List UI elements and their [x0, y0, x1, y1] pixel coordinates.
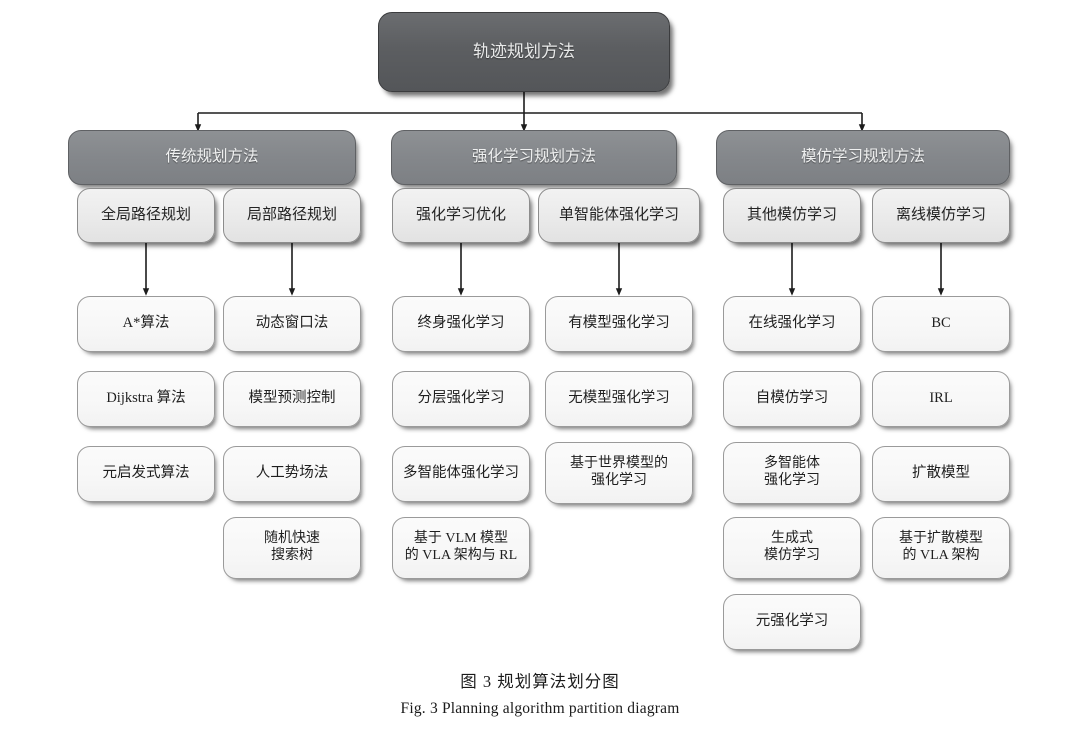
leaf-item[interactable]: 终身强化学习: [392, 296, 530, 352]
leaf-item[interactable]: 多智能体 强化学习: [723, 442, 861, 504]
leaf-item[interactable]: Dijkstra 算法: [77, 371, 215, 427]
leaf-item[interactable]: 元启发式算法: [77, 446, 215, 502]
leaf-item[interactable]: 生成式 模仿学习: [723, 517, 861, 579]
subcategory-offline-imitation[interactable]: 离线模仿学习: [872, 188, 1010, 243]
subcategory-rl-optimization[interactable]: 强化学习优化: [392, 188, 530, 243]
figure-caption-cn: 图 3 规划算法划分图: [460, 672, 620, 691]
leaf-item[interactable]: 有模型强化学习: [545, 296, 693, 352]
leaf-item[interactable]: BC: [872, 296, 1010, 352]
leaf-item[interactable]: 随机快速 搜索树: [223, 517, 361, 579]
leaf-item[interactable]: IRL: [872, 371, 1010, 427]
leaf-item[interactable]: 基于扩散模型 的 VLA 架构: [872, 517, 1010, 579]
leaf-item[interactable]: 自模仿学习: [723, 371, 861, 427]
group-header-reinforcement[interactable]: 强化学习规划方法: [391, 130, 677, 185]
subcategory-global-path[interactable]: 全局路径规划: [77, 188, 215, 243]
subcategory-local-path[interactable]: 局部路径规划: [223, 188, 361, 243]
group-header-imitation[interactable]: 模仿学习规划方法: [716, 130, 1010, 185]
subcategory-other-imitation[interactable]: 其他模仿学习: [723, 188, 861, 243]
leaf-item[interactable]: 元强化学习: [723, 594, 861, 650]
subcategory-single-agent-rl[interactable]: 单智能体强化学习: [538, 188, 700, 243]
leaf-item[interactable]: 多智能体强化学习: [392, 446, 530, 502]
leaf-item[interactable]: A*算法: [77, 296, 215, 352]
root-node[interactable]: 轨迹规划方法: [378, 12, 670, 92]
leaf-item[interactable]: 分层强化学习: [392, 371, 530, 427]
leaf-item[interactable]: 基于 VLM 模型 的 VLA 架构与 RL: [392, 517, 530, 579]
leaf-item[interactable]: 在线强化学习: [723, 296, 861, 352]
figure-caption-en: Fig. 3 Planning algorithm partition diag…: [400, 700, 680, 717]
leaf-item[interactable]: 人工势场法: [223, 446, 361, 502]
group-header-traditional[interactable]: 传统规划方法: [68, 130, 356, 185]
leaf-item[interactable]: 基于世界模型的 强化学习: [545, 442, 693, 504]
leaf-item[interactable]: 模型预测控制: [223, 371, 361, 427]
leaf-item[interactable]: 无模型强化学习: [545, 371, 693, 427]
leaf-item[interactable]: 动态窗口法: [223, 296, 361, 352]
leaf-item[interactable]: 扩散模型: [872, 446, 1010, 502]
